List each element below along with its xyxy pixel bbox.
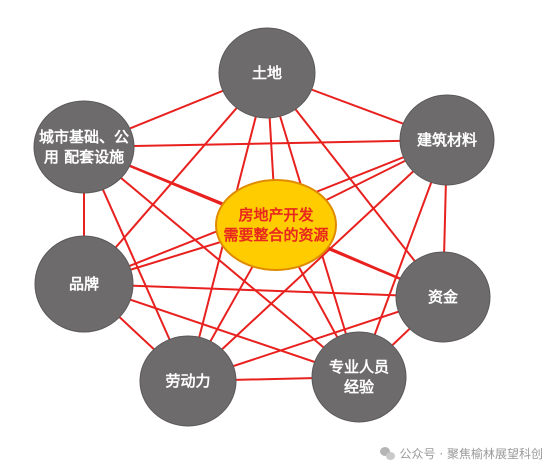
node-infra: 城市基础、公用 配套设施 [33, 100, 135, 194]
node-circle-brand [34, 235, 134, 333]
node-label-infra-1: 城市基础、公 [39, 128, 129, 146]
node-label-infra-2: 用 配套设施 [44, 148, 124, 166]
node-circle-land [218, 27, 316, 119]
watermark-text: 公众号 · 聚焦榆林展望科创 [399, 447, 543, 461]
node-label-labor-1: 劳动力 [165, 372, 210, 390]
node-brand: 品牌 [34, 235, 134, 333]
node-label-land-1: 土地 [252, 64, 282, 82]
node-label-capital-1: 资金 [428, 288, 459, 306]
node-labor: 劳动力 [139, 335, 237, 427]
edge-experience-infra [83, 146, 360, 378]
node-circle-infra [33, 100, 135, 194]
node-circle-materials [399, 94, 495, 186]
center-label-line-1: 房地产开发 [238, 206, 314, 224]
node-circle-capital [395, 251, 491, 343]
edge-materials-labor [187, 139, 448, 382]
watermark: 公众号 · 聚焦榆林展望科创 [379, 445, 543, 462]
edge-materials-infra [83, 139, 448, 148]
node-label-brand-1: 品牌 [69, 275, 99, 293]
node-circle-experience [311, 331, 407, 423]
center-label-line-2: 需要整合的资源 [223, 226, 328, 244]
node-label-materials-1: 建筑材料 [417, 131, 477, 149]
node-circle-labor [139, 335, 237, 427]
node-label-experience-1: 专业人员 [329, 358, 389, 376]
center-ellipse [215, 179, 337, 271]
node-land: 土地 [218, 27, 316, 119]
node-materials: 建筑材料 [399, 94, 495, 186]
node-capital: 资金 [395, 251, 491, 343]
edge-capital-brand [83, 283, 444, 298]
node-label-experience-2: 经验 [344, 378, 375, 396]
wechat-icon [379, 446, 396, 461]
